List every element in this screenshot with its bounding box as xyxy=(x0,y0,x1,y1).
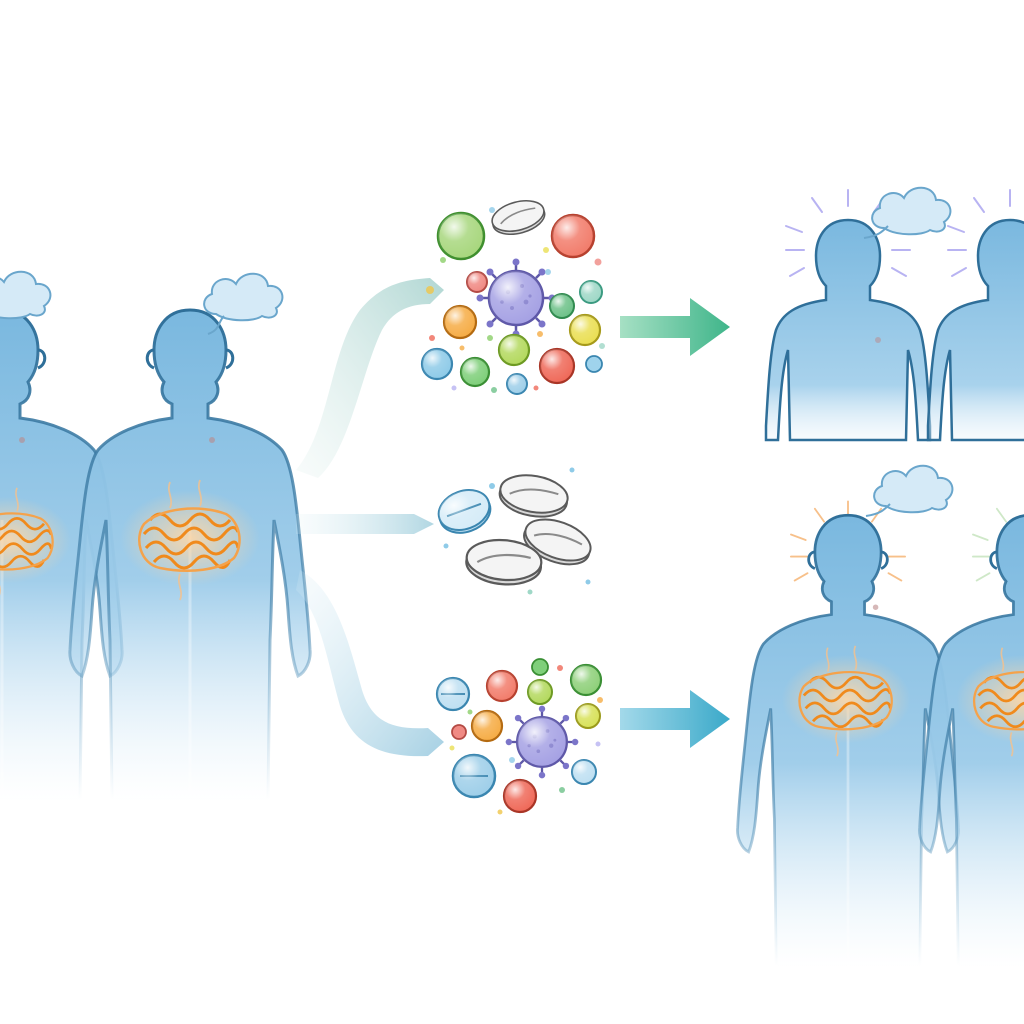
white-tablets-icon xyxy=(437,467,598,595)
right-arrow-icon xyxy=(620,298,730,356)
still-inflamed-patient-figure-right xyxy=(918,500,1024,968)
flow-connector-middle xyxy=(296,514,434,534)
mixed-microbiota-capsules-icon xyxy=(420,194,605,395)
flow-connector-top xyxy=(296,278,444,478)
patient-figure-main xyxy=(68,308,312,802)
right-arrow-icon xyxy=(620,690,730,748)
thought-cloud-icon xyxy=(0,270,52,320)
thought-cloud-icon xyxy=(203,272,284,335)
relieved-patient-figure-right xyxy=(926,189,1024,442)
patient-figure-left xyxy=(0,308,124,802)
still-inflamed-patient-figure xyxy=(736,500,960,968)
thought-cloud-icon xyxy=(863,186,952,239)
mixed-microbiota-capsules-bottom-icon xyxy=(435,658,603,815)
relieved-patient-figure xyxy=(764,189,932,442)
flow-connector-bottom xyxy=(296,570,444,757)
thought-cloud-icon xyxy=(865,464,954,517)
